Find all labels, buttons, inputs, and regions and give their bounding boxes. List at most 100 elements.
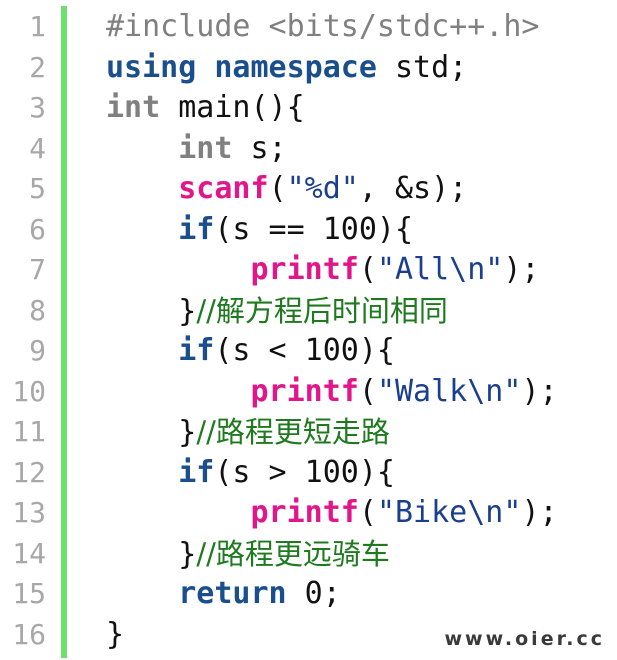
code-line: 14 }//路程更远骑车 [0, 534, 617, 574]
code-token: ); [503, 252, 540, 287]
code-token: } [106, 415, 197, 450]
code-line: 8 }//解方程后时间相同 [0, 291, 617, 331]
code-token: "All\n" [376, 252, 504, 287]
code-token: ( [358, 495, 377, 530]
code-line: 1 #include <bits/stdc++.h> [0, 7, 617, 47]
code-token: ( [358, 252, 377, 287]
line-number: 2 [29, 51, 46, 84]
code-text: printf("Bike\n"); [106, 493, 558, 533]
code-text: using namespace std; [106, 48, 467, 88]
line-number: 5 [29, 172, 46, 205]
code-token: (s < 100){ [214, 333, 395, 368]
gutter-accent-bar [61, 6, 67, 658]
code-token: , &s); [358, 171, 468, 206]
code-text: }//路程更远骑车 [106, 534, 390, 575]
code-token: //解方程后时间相同 [196, 294, 448, 328]
code-token [106, 212, 178, 247]
code-token: using [106, 50, 197, 85]
code-text: printf("All\n"); [106, 250, 540, 290]
code-text: }//解方程后时间相同 [106, 291, 448, 332]
code-text: int s; [106, 129, 287, 169]
code-token: printf [250, 374, 359, 409]
line-number: 16 [12, 618, 46, 651]
code-token: scanf [178, 171, 269, 206]
watermark: www.oier.cc [444, 628, 605, 650]
code-token: //路程更短走路 [196, 415, 390, 449]
code-line: 6 if(s == 100){ [0, 210, 617, 250]
code-token: 0; [286, 576, 341, 611]
code-line: 10 printf("Walk\n"); [0, 372, 617, 412]
line-number: 6 [29, 213, 46, 246]
code-text: int main(){ [106, 88, 305, 128]
code-line: 5 scanf("%d", &s); [0, 169, 617, 209]
code-token [196, 50, 214, 85]
code-token [106, 495, 251, 530]
code-token: (s == 100){ [214, 212, 414, 247]
code-token [106, 455, 178, 490]
code-line: 15 return 0; [0, 574, 617, 614]
code-token [106, 333, 178, 368]
code-token: (s > 100){ [214, 455, 395, 490]
code-token: printf [250, 495, 359, 530]
line-number: 7 [29, 253, 46, 286]
code-token: } [106, 294, 197, 329]
code-text: return 0; [106, 574, 341, 614]
code-token: "Bike\n" [376, 495, 522, 530]
code-token: namespace [214, 50, 377, 85]
code-token: printf [250, 252, 359, 287]
code-token [106, 576, 178, 611]
line-number: 9 [29, 334, 46, 367]
line-number: 3 [29, 91, 46, 124]
line-number: 13 [12, 496, 46, 529]
code-token: "%d" [286, 171, 359, 206]
code-token [106, 252, 251, 287]
code-token: if [178, 333, 215, 368]
code-text: if(s > 100){ [106, 453, 395, 493]
code-text: }//路程更短走路 [106, 412, 390, 453]
code-line: 16} [0, 615, 617, 655]
code-line: 3 int main(){ [0, 88, 617, 128]
code-line: 12 if(s > 100){ [0, 453, 617, 493]
code-line: 11 }//路程更短走路 [0, 412, 617, 452]
code-token: if [178, 455, 215, 490]
code-token: } [106, 537, 197, 572]
code-text: #include <bits/stdc++.h> [106, 7, 539, 47]
code-text: scanf("%d", &s); [106, 169, 467, 209]
code-line: 9 if(s < 100){ [0, 331, 617, 371]
code-line: 7 printf("All\n"); [0, 250, 617, 290]
code-token: if [178, 212, 215, 247]
code-token: //路程更远骑车 [196, 537, 390, 571]
code-token: ); [521, 495, 558, 530]
code-token: ( [268, 171, 287, 206]
code-token: return [178, 576, 287, 611]
code-token [106, 171, 178, 206]
code-line: 2 using namespace std; [0, 48, 617, 88]
line-number: 14 [12, 537, 46, 570]
code-text: if(s < 100){ [106, 331, 395, 371]
code-token: #include <bits/stdc++.h> [106, 9, 540, 44]
line-number: 8 [29, 294, 46, 327]
code-text: printf("Walk\n"); [106, 372, 558, 412]
line-number: 10 [12, 375, 46, 408]
code-token: s; [232, 131, 287, 166]
code-text: } [106, 615, 124, 655]
line-number: 4 [29, 132, 46, 165]
code-token: std; [376, 50, 468, 85]
code-line: 4 int s; [0, 129, 617, 169]
code-token: } [106, 617, 125, 652]
code-token: ( [358, 374, 377, 409]
code-token: int [178, 131, 233, 166]
code-token: int [106, 90, 161, 125]
code-token [106, 374, 251, 409]
line-number: 12 [12, 456, 46, 489]
code-token: main(){ [160, 90, 305, 125]
code-text: if(s == 100){ [106, 210, 413, 250]
code-line: 13 printf("Bike\n"); [0, 493, 617, 533]
line-number: 1 [29, 10, 46, 43]
code-token [106, 131, 178, 166]
code-token: "Walk\n" [376, 374, 522, 409]
code-token: ); [521, 374, 558, 409]
line-number: 15 [12, 577, 46, 610]
line-number: 11 [12, 415, 46, 448]
